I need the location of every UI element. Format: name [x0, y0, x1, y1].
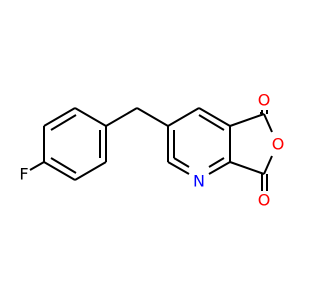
carbonyl-oxygen-top-label: O — [258, 91, 271, 110]
bond-c-f — [29, 161, 45, 171]
bond-ch2-pyridine — [136, 107, 169, 127]
fluorine-label: F — [19, 165, 28, 184]
bond — [208, 161, 231, 175]
carbonyl-oxygen-bottom-label: O — [258, 191, 271, 210]
double-bond-inner — [173, 157, 190, 168]
fluorophenyl-ring — [43, 107, 107, 181]
structure-canvas: F N O O O — [19, 90, 285, 210]
bond — [263, 113, 273, 133]
ring-oxygen-label: O — [272, 135, 285, 154]
bond — [74, 107, 107, 127]
bond — [229, 113, 265, 127]
double-bond-inner — [50, 157, 77, 174]
bond — [74, 161, 107, 181]
bond-aryl-ch2 — [105, 107, 138, 127]
bond — [167, 161, 190, 175]
nitrogen-label: N — [193, 172, 205, 191]
bond — [43, 107, 76, 127]
bond — [229, 161, 265, 175]
bond — [198, 107, 231, 127]
double-bond-inner — [50, 114, 77, 131]
bond — [263, 155, 273, 175]
double-bond-inner — [198, 114, 225, 131]
double-bond-inner — [208, 157, 225, 168]
bond — [43, 161, 76, 181]
molecule-diagram: F N O O O — [19, 91, 285, 210]
bond — [167, 107, 200, 127]
anhydride-ring — [229, 110, 273, 191]
pyridine-ring — [167, 107, 231, 175]
